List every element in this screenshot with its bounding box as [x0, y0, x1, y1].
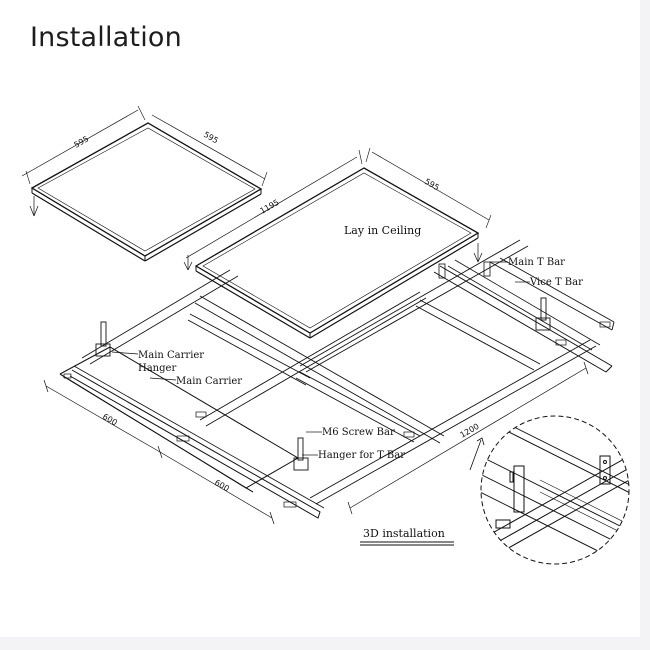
- grid-dimensions: [43, 361, 589, 525]
- diagram-caption: 3D installation: [363, 527, 445, 540]
- page-card: [0, 0, 640, 637]
- tile-panel-long: [183, 147, 492, 339]
- label-vice-t-bar: Vice T Bar: [529, 277, 583, 288]
- callout-leaders: [111, 261, 530, 456]
- label-main-carrier-hanger-1: Main Carrier: [138, 350, 204, 361]
- grid-dim-a: 600: [101, 412, 119, 427]
- lay-in-ceiling-label: Lay in Ceiling: [344, 224, 421, 237]
- grid-dim-b: 600: [213, 478, 231, 493]
- tile-b-dim-side: 1195: [259, 198, 281, 216]
- label-hanger-for-t-bar: Hanger for T Bar: [318, 450, 405, 461]
- label-main-t-bar: Main T Bar: [508, 257, 565, 268]
- tile-a-dim-right: 595: [202, 130, 220, 145]
- label-main-carrier-hanger-2: Hanger: [138, 363, 176, 374]
- ceiling-grid: [59, 239, 615, 519]
- tile-panel-small: [21, 105, 268, 262]
- tile-a-dim-left: 595: [73, 134, 91, 149]
- detail-magnified-view: [469, 415, 630, 565]
- page-title: Installation: [30, 22, 182, 53]
- label-m6-screw-bar: M6 Screw Bar: [322, 427, 395, 438]
- label-main-carrier: Main Carrier: [176, 376, 242, 387]
